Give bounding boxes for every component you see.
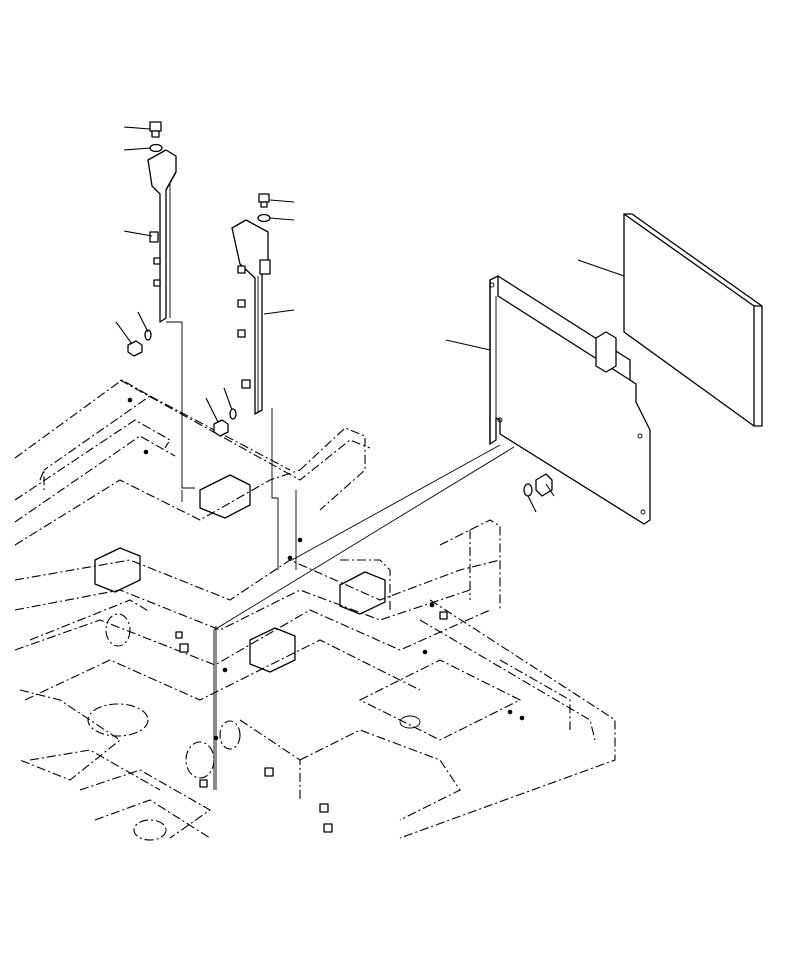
- frame-assembly: [14, 379, 616, 841]
- installation-lines: [166, 321, 515, 790]
- center-vertical-bracket: [213, 193, 271, 437]
- insulation-pad: [623, 213, 763, 427]
- cover-plate: [489, 275, 651, 525]
- leader-lines: [115, 126, 625, 513]
- left-vertical-bracket: [127, 121, 177, 357]
- bolt-left: [127, 329, 152, 357]
